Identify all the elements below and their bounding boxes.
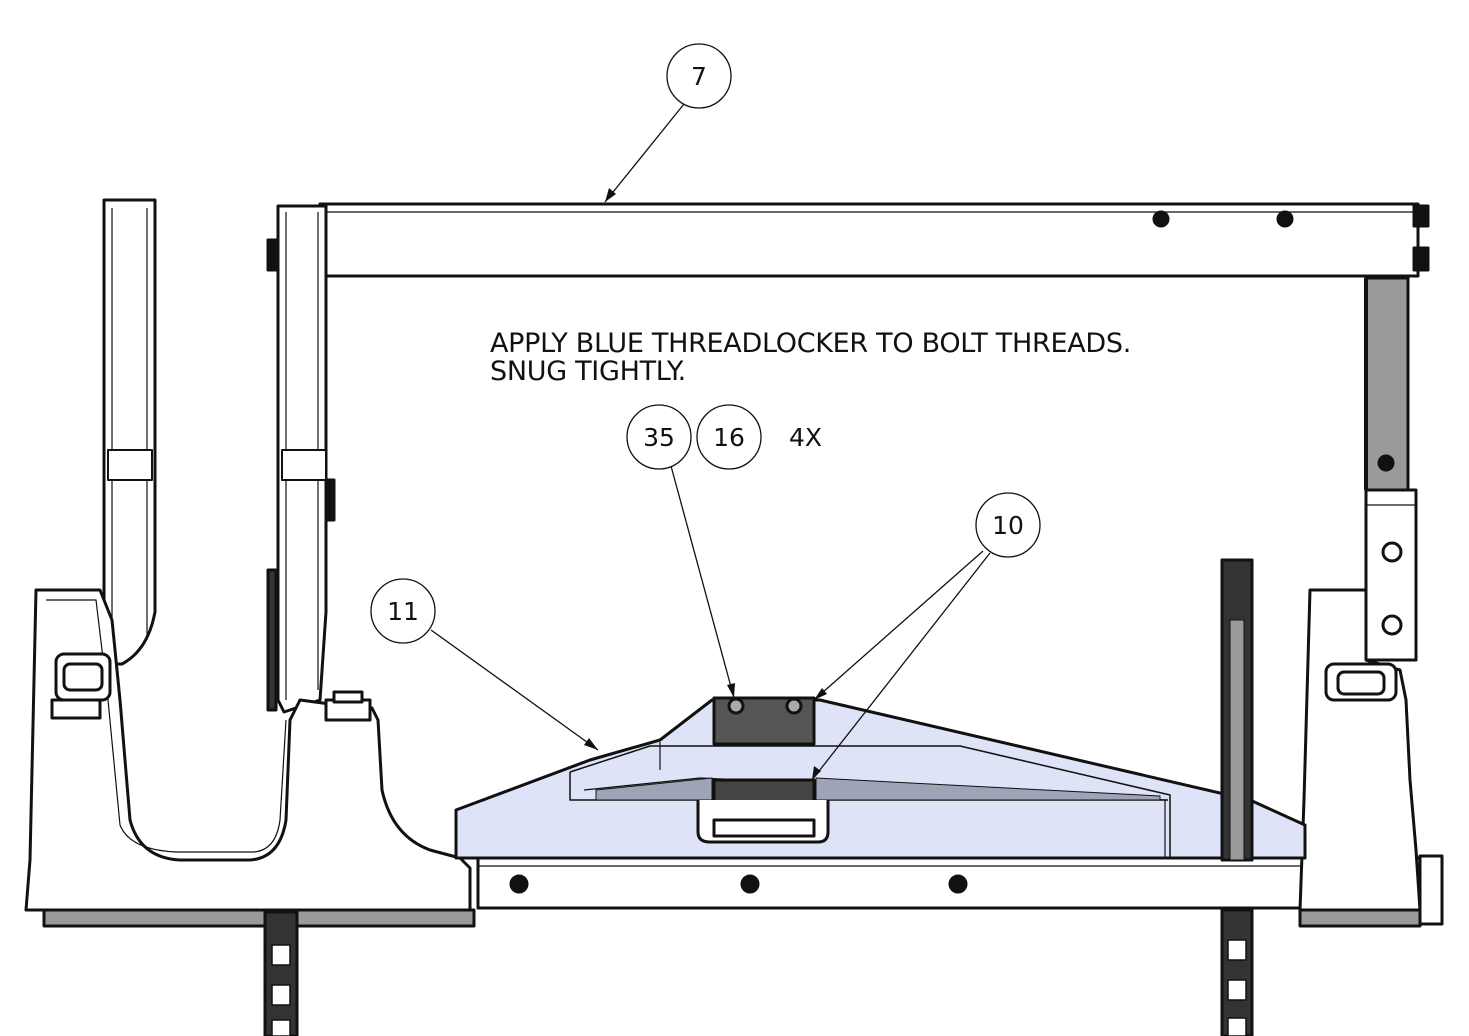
bottom-frame-rail (476, 854, 1444, 926)
leader-lines (430, 103, 991, 781)
note-line-2: SNUG TIGHTLY. (490, 356, 686, 387)
assembly-note: APPLY BLUE THREADLOCKER TO BOLT THREADS.… (490, 330, 1131, 386)
left-clamp-nut (50, 652, 112, 720)
drive-chain-left (263, 910, 299, 1036)
balloon-11: 11 (370, 578, 436, 644)
balloon-16-label: 16 (713, 423, 745, 452)
top-frame-tube (318, 202, 1430, 278)
inner-bracket-bolt (324, 690, 372, 722)
right-upright-post (1364, 276, 1418, 662)
note-line-1: APPLY BLUE THREADLOCKER TO BOLT THREADS. (490, 328, 1131, 359)
balloon-7: 7 (666, 43, 732, 109)
leader-arrowheads (584, 188, 827, 780)
shaded-mount-plate (454, 698, 1307, 860)
left-upright-plate-outer (102, 198, 157, 666)
balloon-10-label: 10 (992, 511, 1024, 540)
left-u-bracket (24, 588, 476, 928)
center-bracket-block (696, 696, 830, 844)
balloon-10: 10 (975, 492, 1041, 558)
left-upright-plate-inner (266, 204, 336, 714)
balloon-16: 16 (696, 404, 762, 470)
balloon-35: 35 (626, 404, 692, 470)
balloon-11-label: 11 (387, 597, 419, 626)
drive-chain-right (1220, 558, 1254, 1036)
quantity-label: 4X (789, 423, 823, 452)
balloon-7-label: 7 (691, 62, 707, 91)
right-clamp-bracket (1298, 588, 1422, 928)
balloon-35-label: 35 (643, 423, 675, 452)
